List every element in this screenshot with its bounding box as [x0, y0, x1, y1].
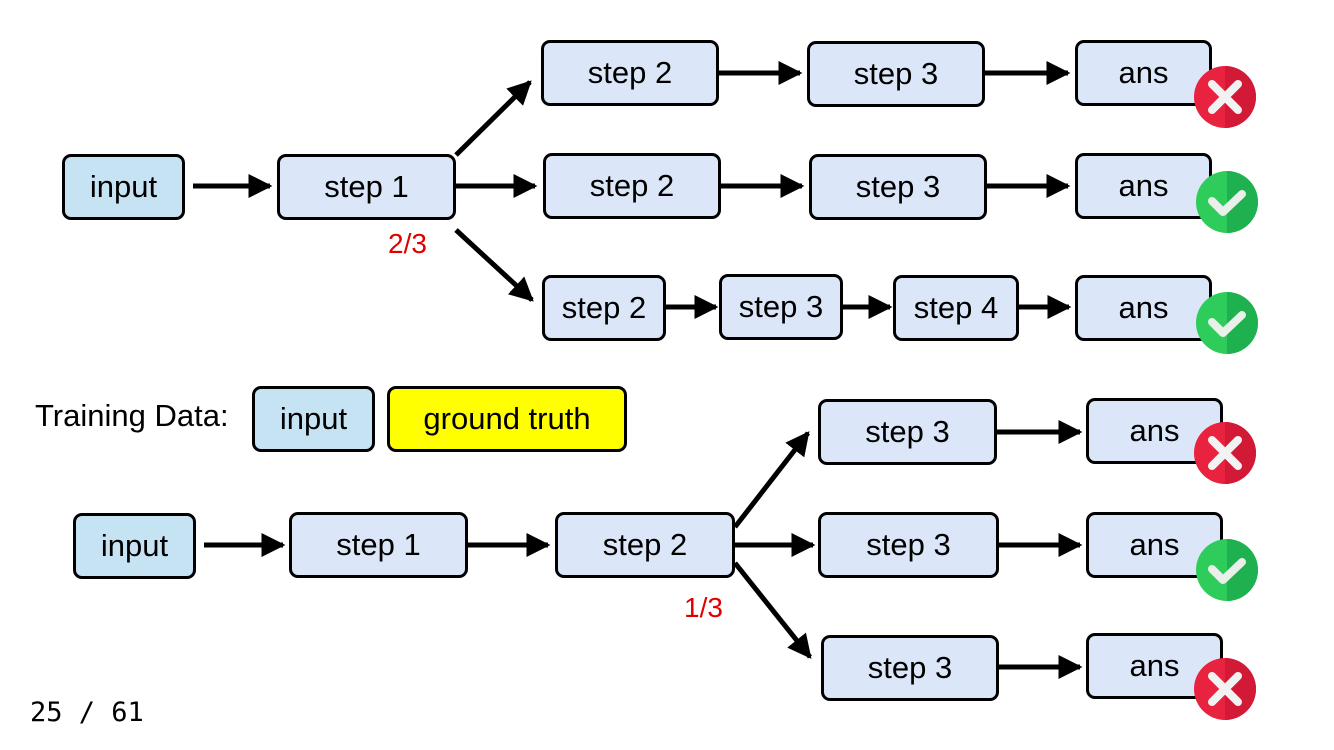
- arrow-bot-step2-b1: [733, 431, 810, 529]
- top-b2-step2-box: step 2: [543, 153, 721, 219]
- check-icon: [1196, 292, 1258, 354]
- bottom-b3-step3-box: step 3: [821, 635, 999, 701]
- cross-icon: [1194, 422, 1256, 484]
- cross-icon: [1194, 658, 1256, 720]
- top-input-box: input: [62, 154, 185, 220]
- arrow-top-step1-b3: [454, 228, 534, 302]
- top-b1-ans-box: ans: [1075, 40, 1212, 106]
- top-b3-step3-box: step 3: [719, 274, 843, 340]
- bottom-fraction-label: 1/3: [684, 592, 723, 623]
- arrow-top-step1-b1: [454, 80, 532, 157]
- top-b2-step3-box: step 3: [809, 154, 987, 220]
- bottom-b2-step3-box: step 3: [818, 512, 999, 578]
- legend-input-box: input: [252, 386, 375, 452]
- check-icon: [1196, 539, 1258, 601]
- top-b1-step2-box: step 2: [541, 40, 719, 106]
- check-icon: [1196, 171, 1258, 233]
- bottom-b3-ans-box: ans: [1086, 633, 1223, 699]
- bottom-step2-box: step 2: [555, 512, 735, 578]
- bottom-b1-step3-box: step 3: [818, 399, 997, 465]
- bottom-input-box: input: [73, 513, 196, 579]
- arrow-bot-step2-b3: [733, 561, 812, 659]
- top-b2-ans-box: ans: [1075, 153, 1212, 219]
- top-b3-ans-box: ans: [1075, 275, 1212, 341]
- top-fraction-label: 2/3: [388, 228, 427, 259]
- top-b3-step2-box: step 2: [542, 275, 666, 341]
- bottom-b2-ans-box: ans: [1086, 512, 1223, 578]
- top-b3-step4-box: step 4: [893, 275, 1019, 341]
- top-step1-box: step 1: [277, 154, 456, 220]
- cross-icon: [1194, 66, 1256, 128]
- legend-ground-truth-box: ground truth: [387, 386, 627, 452]
- legend-label: Training Data:: [35, 398, 229, 433]
- page-number: 25 / 61: [30, 697, 144, 728]
- top-b1-step3-box: step 3: [807, 41, 985, 107]
- bottom-step1-box: step 1: [289, 512, 468, 578]
